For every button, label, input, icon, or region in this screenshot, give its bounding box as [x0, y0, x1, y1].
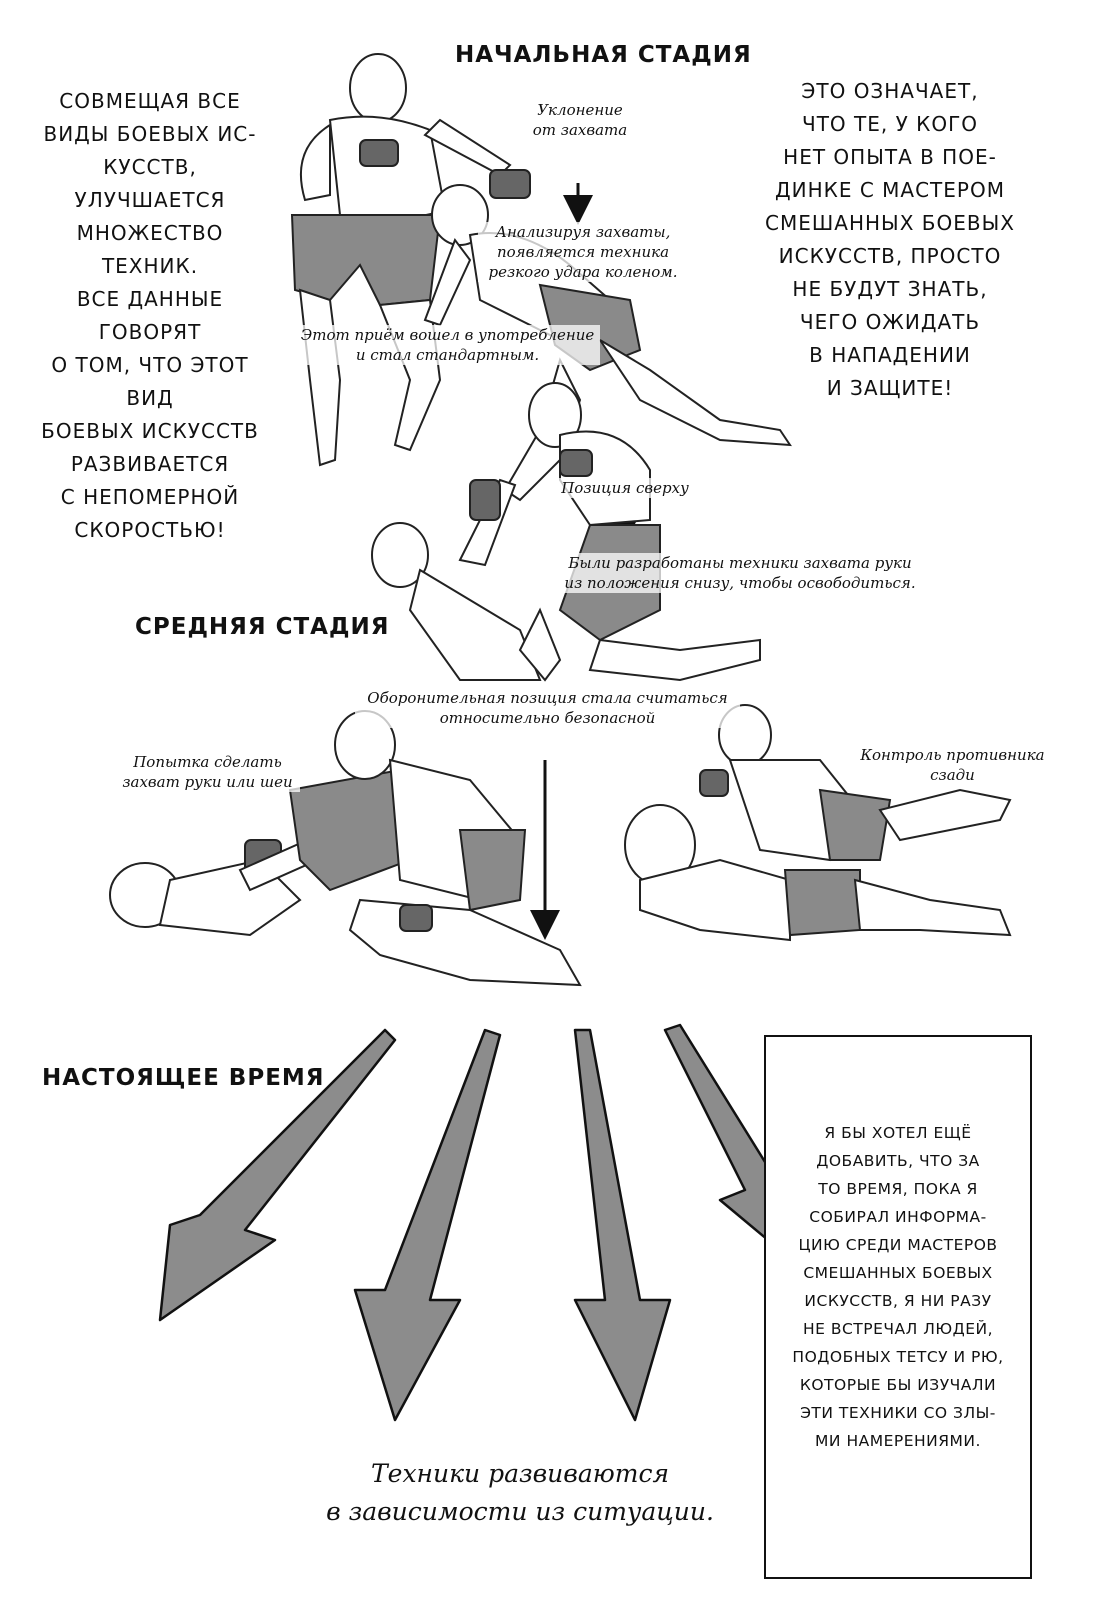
- heading-middle-stage: СРЕДНЯЯ СТАДИЯ: [135, 614, 390, 640]
- note-attempt: Попытка сделать захват руки или шеи: [115, 752, 300, 792]
- spread-arrows: [158, 1023, 792, 1422]
- note-knee-strike: Анализируя захваты, появляется техника р…: [478, 222, 688, 282]
- note-back-control: Контроль противника сзади: [850, 745, 1055, 785]
- note-top-position: Позиция сверху: [555, 478, 695, 498]
- heading-present: НАСТОЯЩЕЕ ВРЕМЯ: [42, 1065, 325, 1091]
- fighters-armlock: [109, 710, 582, 987]
- final-caption: Техники развиваются в зависимости из сит…: [326, 1459, 714, 1526]
- note-standard: Этот приём вошел в употребление и стал с…: [295, 325, 600, 365]
- left-narration: СОВМЕЩАЯ ВСЕ ВИДЫ БОЕВЫХ ИС- КУССТВ, УЛУ…: [41, 89, 259, 542]
- note-evasion: Уклонение от захвата: [520, 100, 640, 140]
- narration-box: Я БЫ ХОТЕЛ ЕЩЁ ДОБАВИТЬ, ЧТО ЗА ТО ВРЕМЯ…: [764, 1035, 1032, 1579]
- note-defensive-position: Оборонительная позиция стала считаться о…: [355, 688, 740, 728]
- note-arm-grab: Были разработаны техники захвата руки из…: [555, 553, 925, 593]
- right-narration: ЭТО ОЗНАЧАЕТ, ЧТО ТЕ, У КОГО НЕТ ОПЫТА В…: [765, 79, 1015, 400]
- heading-initial-stage: НАЧАЛЬНАЯ СТАДИЯ: [455, 42, 752, 68]
- fighters-back-control: [624, 704, 1012, 942]
- narration-box-text: Я БЫ ХОТЕЛ ЕЩЁ ДОБАВИТЬ, ЧТО ЗА ТО ВРЕМЯ…: [792, 1124, 1004, 1450]
